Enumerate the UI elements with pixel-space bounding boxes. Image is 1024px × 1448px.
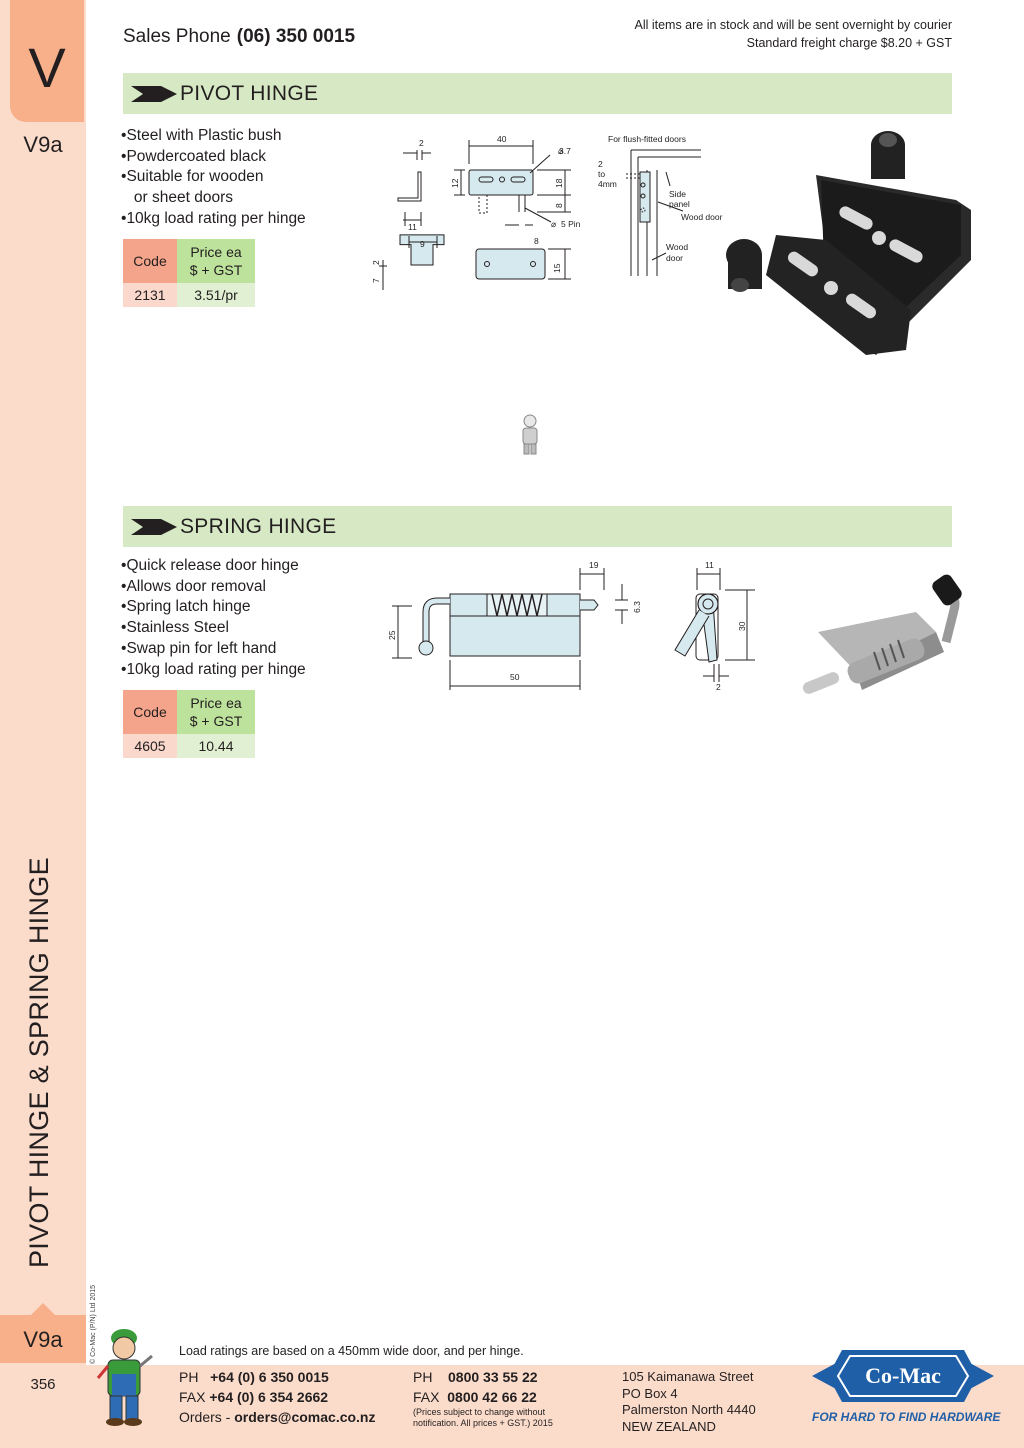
- arrow-icon: [131, 519, 177, 535]
- section-code-bottom: V9a: [23, 1327, 63, 1352]
- vertical-page-title: PIVOT HINGE & SPRING HINGE: [24, 857, 54, 1268]
- load-rating-note: Load ratings are based on a 450mm wide d…: [179, 1344, 524, 1358]
- pivot-hinge-door-mount-drawing: For flush-fitted doors 2 to 4mm Side pan…: [598, 134, 723, 276]
- feature-item: Swap pin for left hand: [121, 639, 306, 660]
- tagline: FOR HARD TO FIND HARDWARE: [812, 1410, 1001, 1424]
- svg-text:8: 8: [554, 203, 564, 208]
- svg-text:Side: Side: [669, 189, 686, 199]
- svg-text:2: 2: [716, 682, 721, 692]
- arrow-icon: [131, 86, 177, 102]
- svg-text:6.3: 6.3: [632, 601, 642, 613]
- footer-contact-intl: PH +64 (0) 6 350 0015 FAX +64 (0) 6 354 …: [179, 1369, 376, 1425]
- freight-note: Standard freight charge $8.20 + GST: [746, 36, 952, 50]
- footer-contact-freephone: PH 0800 33 55 22 FAX 0800 42 66 22 (Pric…: [413, 1369, 553, 1428]
- spring-hinge-banner: SPRING HINGE: [123, 506, 952, 547]
- pivot-hinge-photo: [726, 131, 971, 355]
- spring-hinge-dimension-drawing: 19 6.3 25 50: [387, 560, 642, 690]
- shipping-note: All items are in stock and will be sent …: [634, 16, 952, 52]
- svg-text:9: 9: [420, 239, 425, 249]
- feature-item: Steel with Plastic bush: [121, 126, 306, 147]
- footer-address: 105 Kaimanawa Street PO Box 4 Palmerston…: [622, 1369, 756, 1434]
- svg-text:12: 12: [450, 178, 460, 188]
- svg-text:2: 2: [419, 138, 424, 148]
- svg-text:For flush-fitted doors: For flush-fitted doors: [608, 134, 686, 144]
- spring-hinge-end-drawing: 11 30 2: [674, 560, 755, 692]
- svg-text:2: 2: [598, 159, 603, 169]
- feature-item: Stainless Steel: [121, 618, 306, 639]
- svg-text:⌀: ⌀: [558, 146, 564, 156]
- svg-text:40: 40: [497, 134, 507, 144]
- mascot-icon: [522, 414, 538, 455]
- product-code: 2131: [123, 283, 177, 307]
- pivot-hinge-price-table: Code Price ea$ + GST 2131 3.51/pr: [123, 239, 255, 307]
- feature-item: Suitable for wooden: [121, 167, 306, 188]
- pivot-hinge-dimension-drawing: 2 40 ⌀3.7 12 18 8 ⌀5 Pin 11 9 8 2 7 15: [371, 134, 581, 290]
- feature-item: Spring latch hinge: [121, 597, 306, 618]
- section-code-bottom-tab: V9a: [0, 1303, 86, 1363]
- feature-item: 10kg load rating per hinge: [121, 209, 305, 230]
- svg-text:door: door: [666, 253, 683, 263]
- product-code: 4605: [123, 734, 177, 758]
- pivot-hinge-title: PIVOT HINGE: [180, 82, 319, 105]
- section-code-top: V9a: [23, 132, 63, 157]
- svg-text:to: to: [598, 169, 605, 179]
- spring-hinge-price-table: Code Price ea$ + GST 4605 10.44: [123, 690, 255, 758]
- svg-text:8: 8: [534, 236, 539, 246]
- svg-text:⌀: ⌀: [551, 219, 557, 229]
- feature-item: Quick release door hinge: [121, 556, 306, 577]
- feature-item: Powdercoated black: [121, 147, 306, 168]
- sales-phone-label: Sales Phone: [123, 26, 231, 47]
- sales-phone-number[interactable]: (06) 350 0015: [236, 26, 356, 47]
- footer-phone[interactable]: +64 (0) 6 350 0015: [210, 1369, 329, 1385]
- pivot-hinge-banner: PIVOT HINGE: [123, 73, 952, 114]
- svg-text:4mm: 4mm: [598, 179, 617, 189]
- sidebar: [0, 0, 86, 1448]
- svg-text:7: 7: [371, 278, 381, 283]
- product-price: 3.51/pr: [177, 283, 255, 307]
- feature-item: 10kg load rating per hinge: [121, 660, 305, 681]
- svg-text:15: 15: [552, 263, 562, 273]
- pivot-hinge-features: Steel with Plastic bush Powdercoated bla…: [121, 126, 306, 230]
- price-header: Price ea$ + GST: [177, 690, 255, 734]
- code-header: Code: [123, 239, 177, 283]
- svg-text:panel: panel: [669, 199, 690, 209]
- section-letter: V: [28, 36, 66, 99]
- code-header: Code: [123, 690, 177, 734]
- svg-text:25: 25: [387, 630, 397, 640]
- svg-text:3.7: 3.7: [559, 146, 571, 156]
- product-price: 10.44: [177, 734, 255, 758]
- feature-item: Allows door removal: [121, 577, 306, 598]
- svg-text:Wood door: Wood door: [681, 212, 723, 222]
- svg-text:Co-Mac: Co-Mac: [865, 1363, 941, 1388]
- spring-hinge-photo: [802, 574, 962, 694]
- mascot-icon: [96, 1329, 153, 1426]
- svg-text:50: 50: [510, 672, 520, 682]
- footer-orders-email[interactable]: orders@comac.co.nz: [234, 1409, 376, 1425]
- svg-text:11: 11: [408, 222, 417, 232]
- svg-text:2: 2: [371, 260, 381, 265]
- svg-text:5 Pin: 5 Pin: [561, 219, 581, 229]
- price-header: Price ea$ + GST: [177, 239, 255, 283]
- svg-text:18: 18: [554, 178, 564, 188]
- footer-freephone[interactable]: 0800 33 55 22: [448, 1369, 538, 1385]
- svg-text:11: 11: [705, 560, 714, 570]
- spring-hinge-features: Quick release door hinge Allows door rem…: [121, 556, 306, 681]
- spring-hinge-title: SPRING HINGE: [180, 515, 337, 538]
- section-letter-tab: V: [10, 0, 84, 122]
- footer-fax: +64 (0) 6 354 2662: [209, 1389, 329, 1405]
- comac-logo: Co-Mac: [812, 1350, 994, 1402]
- svg-text:Wood: Wood: [666, 242, 688, 252]
- feature-item: or sheet doors: [133, 189, 234, 207]
- sales-phone: Sales Phone(06) 350 0015: [123, 26, 355, 48]
- svg-text:19: 19: [589, 560, 599, 570]
- footer-freefax: 0800 42 66 22: [447, 1389, 537, 1405]
- svg-text:30: 30: [737, 621, 747, 631]
- stock-note: All items are in stock and will be sent …: [634, 18, 952, 32]
- page-number: 356: [30, 1376, 56, 1393]
